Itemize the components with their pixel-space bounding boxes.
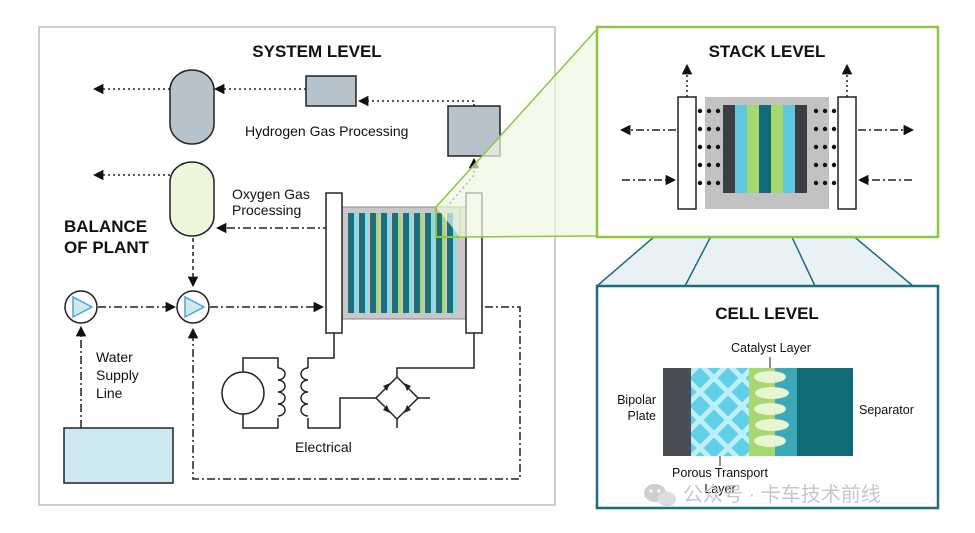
bipolar-plate-label-2: Plate	[628, 409, 657, 423]
zoom-connector-stack	[435, 27, 599, 238]
separator-layer	[797, 368, 853, 456]
electrical-label: Electrical	[295, 439, 352, 455]
rectifier-diode-icons	[383, 383, 411, 413]
hydrogen-processing-label: Hydrogen Gas Processing	[245, 123, 408, 139]
stack-level-panel: STACK LEVEL	[595, 25, 940, 239]
porous-transport-layer	[691, 368, 749, 456]
oxygen-processing-label-2: Processing	[232, 202, 301, 218]
catalyst-layer	[749, 368, 797, 456]
porous-layer-label-2: Layer	[704, 482, 735, 496]
stack-cell-strips	[348, 213, 456, 313]
watermark: 公众号 · 卡车技术前线	[644, 483, 881, 507]
h2-from-dryer-arrow	[357, 95, 475, 107]
stack-endplate-right	[837, 96, 857, 210]
catalyst-layer-label: Catalyst Layer	[731, 341, 811, 355]
system-level-title: SYSTEM LEVEL	[252, 42, 381, 61]
cell-level-title: CELL LEVEL	[715, 304, 819, 323]
stack-endplate-left	[677, 96, 697, 210]
electrical-circuit	[221, 333, 475, 429]
water-supply-label-2: Supply	[96, 367, 139, 383]
balance-of-plant-label-2: OF PLANT	[64, 238, 150, 257]
water-supply-tank	[63, 427, 174, 484]
watermark-text: 公众号 · 卡车技术前线	[683, 483, 881, 506]
hydrogen-processing-box	[305, 75, 357, 107]
separator-label: Separator	[859, 403, 914, 417]
stack-dots-left	[697, 108, 721, 186]
water-supply-label-3: Line	[96, 385, 123, 401]
hydrogen-tank	[169, 69, 215, 145]
bipolar-plate-label-1: Bipolar	[617, 393, 656, 407]
system-level-panel: SYSTEM LEVEL Hydrogen Gas Processing Oxy…	[38, 26, 556, 506]
electrolyzer-stack	[325, 192, 483, 334]
oxygen-processing-label-1: Oxygen Gas	[232, 186, 310, 202]
oxygen-tank	[169, 161, 215, 237]
stack-dots-right	[813, 108, 837, 186]
stack-level-title: STACK LEVEL	[709, 42, 826, 61]
recirculation-pump-icon	[176, 290, 210, 324]
water-supply-label-1: Water	[96, 349, 133, 365]
cell-level-panel: CELL LEVEL Catalyst Layer Bipolar Plate …	[595, 284, 940, 510]
balance-of-plant-label-1: BALANCE	[64, 217, 147, 236]
water-pump-icon	[64, 290, 98, 324]
wechat-icon	[644, 484, 676, 507]
bipolar-plate	[663, 368, 691, 456]
stack-cell-layers	[723, 105, 807, 193]
return-loop-arrow	[187, 306, 521, 480]
porous-layer-label-1: Porous Transport	[672, 466, 768, 480]
